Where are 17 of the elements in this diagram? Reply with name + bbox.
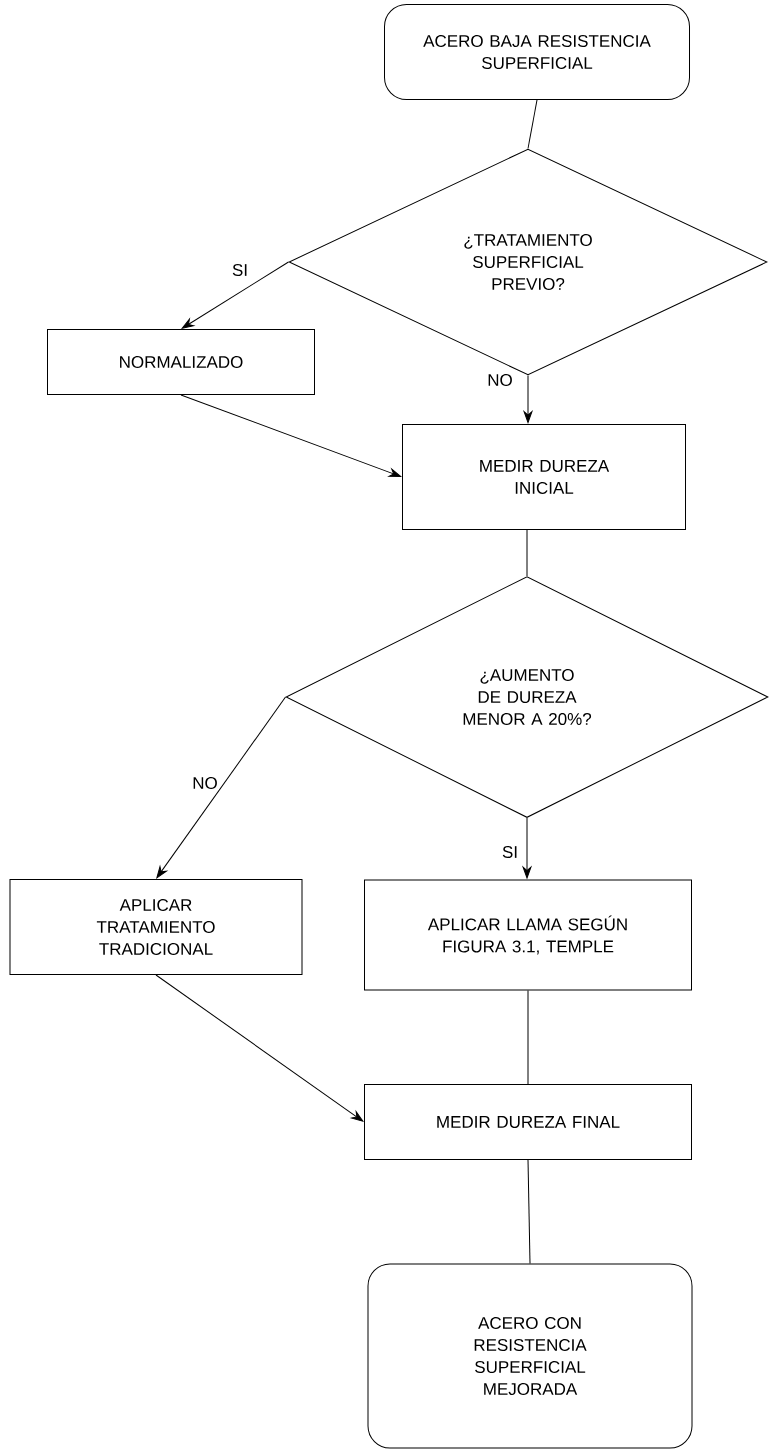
process-box: MEDIR DUREZA FINAL [364, 1084, 692, 1160]
edge-label: NO [191, 776, 219, 791]
start-box: ACERO BAJA RESISTENCIA SUPERFICIAL [384, 4, 690, 100]
edge-label: SI [230, 263, 250, 277]
process-box: NORMALIZADO [47, 329, 315, 395]
process-box: APLICAR LLAMA SEGÚN FIGURA 3.1, TEMPLE [364, 879, 692, 991]
arrow [522, 817, 532, 879]
arrow [523, 375, 533, 423]
edge-label: NO [486, 373, 514, 387]
arrow [155, 974, 364, 1122]
process-box: MEDIR DUREZA INICIAL [402, 424, 686, 530]
edge-label: SI [501, 845, 520, 860]
process-box: APLICAR TRATAMIENTO TRADICIONAL [9, 879, 303, 975]
end-box: ACERO CON RESISTENCIA SUPERFICIAL MEJORADA [367, 1263, 693, 1449]
arrow [180, 394, 402, 477]
arrow [156, 696, 286, 879]
arrow [181, 261, 289, 329]
